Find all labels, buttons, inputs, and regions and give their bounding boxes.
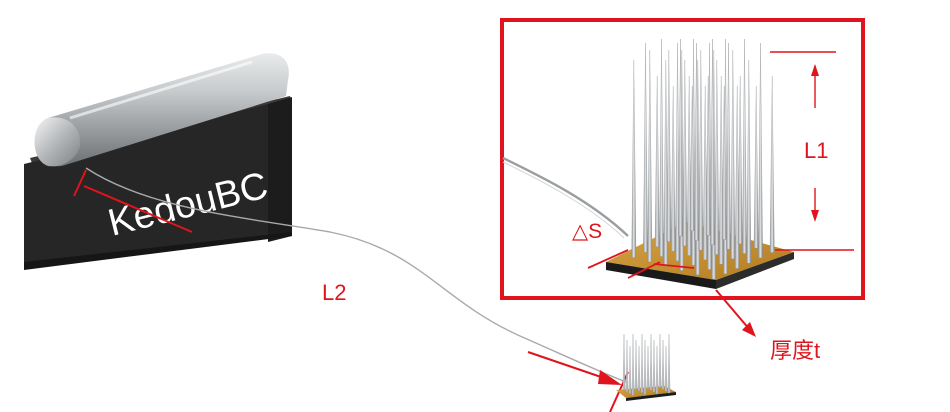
- delta-s-span: [653, 263, 695, 269]
- small-needle: [646, 345, 650, 389]
- small-needle: [655, 345, 659, 394]
- small-needle: [631, 333, 635, 396]
- l2-arrow-shaft: [527, 351, 605, 379]
- thickness-arrow-head: [742, 322, 756, 337]
- lead-wire: [85, 167, 627, 383]
- small-substrate-side: [626, 392, 676, 401]
- l2-label: L2: [322, 280, 346, 305]
- zoom-needle: [705, 75, 711, 236]
- zoom-needle: [753, 85, 759, 249]
- block-end-face: [268, 97, 292, 242]
- delta-s-tick-left: [587, 249, 629, 269]
- small-needle: [634, 339, 638, 390]
- small-needle: [649, 333, 653, 391]
- thickness-label: 厚度t: [770, 338, 820, 363]
- zoom-needle: [710, 38, 715, 245]
- small-needle: [637, 345, 641, 392]
- thickness-arrow-shaft: [715, 289, 751, 331]
- zoom-needle: [670, 85, 676, 252]
- zoom-needle: [746, 59, 752, 264]
- small-needle: [652, 339, 656, 393]
- substrate-side-face: [716, 252, 794, 289]
- small-needle: [658, 333, 662, 388]
- l1-arrow-down-head: [811, 210, 819, 222]
- zoom-needle: [769, 75, 775, 253]
- block-front-face: [24, 100, 292, 268]
- zoom-needle: [714, 59, 720, 255]
- zoom-needle: [659, 38, 664, 257]
- zoom-needle: [698, 49, 704, 251]
- zoom-needle: [721, 85, 727, 240]
- zoom-needle: [631, 59, 637, 258]
- l1-label: L1: [804, 138, 828, 163]
- zoom-needle: [726, 42, 731, 250]
- small-needle: [640, 333, 644, 393]
- small-needle: [661, 339, 665, 390]
- small-needle: [643, 339, 647, 395]
- zoom-needle: [678, 38, 683, 237]
- delta-s-label: △S: [572, 220, 602, 243]
- l1-arrow-up-head: [811, 64, 819, 76]
- zoom-needle: [647, 49, 653, 262]
- cylinder-highlight: [69, 60, 253, 120]
- small-needle-array: [616, 333, 676, 401]
- cylinder-cap: [34, 117, 81, 167]
- block-bottom-edge: [24, 232, 292, 270]
- zoom-needle: [682, 59, 688, 246]
- zoom-needle: [643, 42, 648, 253]
- zoom-needle: [737, 75, 743, 244]
- zoom-needle: [694, 42, 699, 241]
- l2-arrow-head: [598, 370, 622, 385]
- small-needle: [664, 345, 668, 392]
- zoom-needle: [666, 49, 672, 242]
- small-needle: [625, 339, 629, 392]
- zoom-lead-wire: [502, 156, 629, 237]
- zoom-needle: [742, 38, 747, 254]
- l2-start-tick: [73, 169, 87, 197]
- substrate-front-face: [606, 262, 716, 289]
- zoom-needles: [631, 38, 775, 280]
- zoom-needle: [758, 42, 763, 258]
- zoom-needle: [654, 75, 660, 247]
- zoom-lead-wire-highlight: [502, 161, 625, 239]
- zoom-needle: [730, 49, 736, 259]
- block-slash-mark: [83, 185, 193, 233]
- small-needle: [622, 333, 626, 391]
- small-needles: [622, 333, 671, 396]
- small-needle: [667, 333, 671, 394]
- connector-cylinder: [34, 53, 289, 167]
- small-needle: [628, 345, 632, 394]
- cylinder-body: [36, 53, 289, 167]
- zoom-needle: [689, 85, 695, 231]
